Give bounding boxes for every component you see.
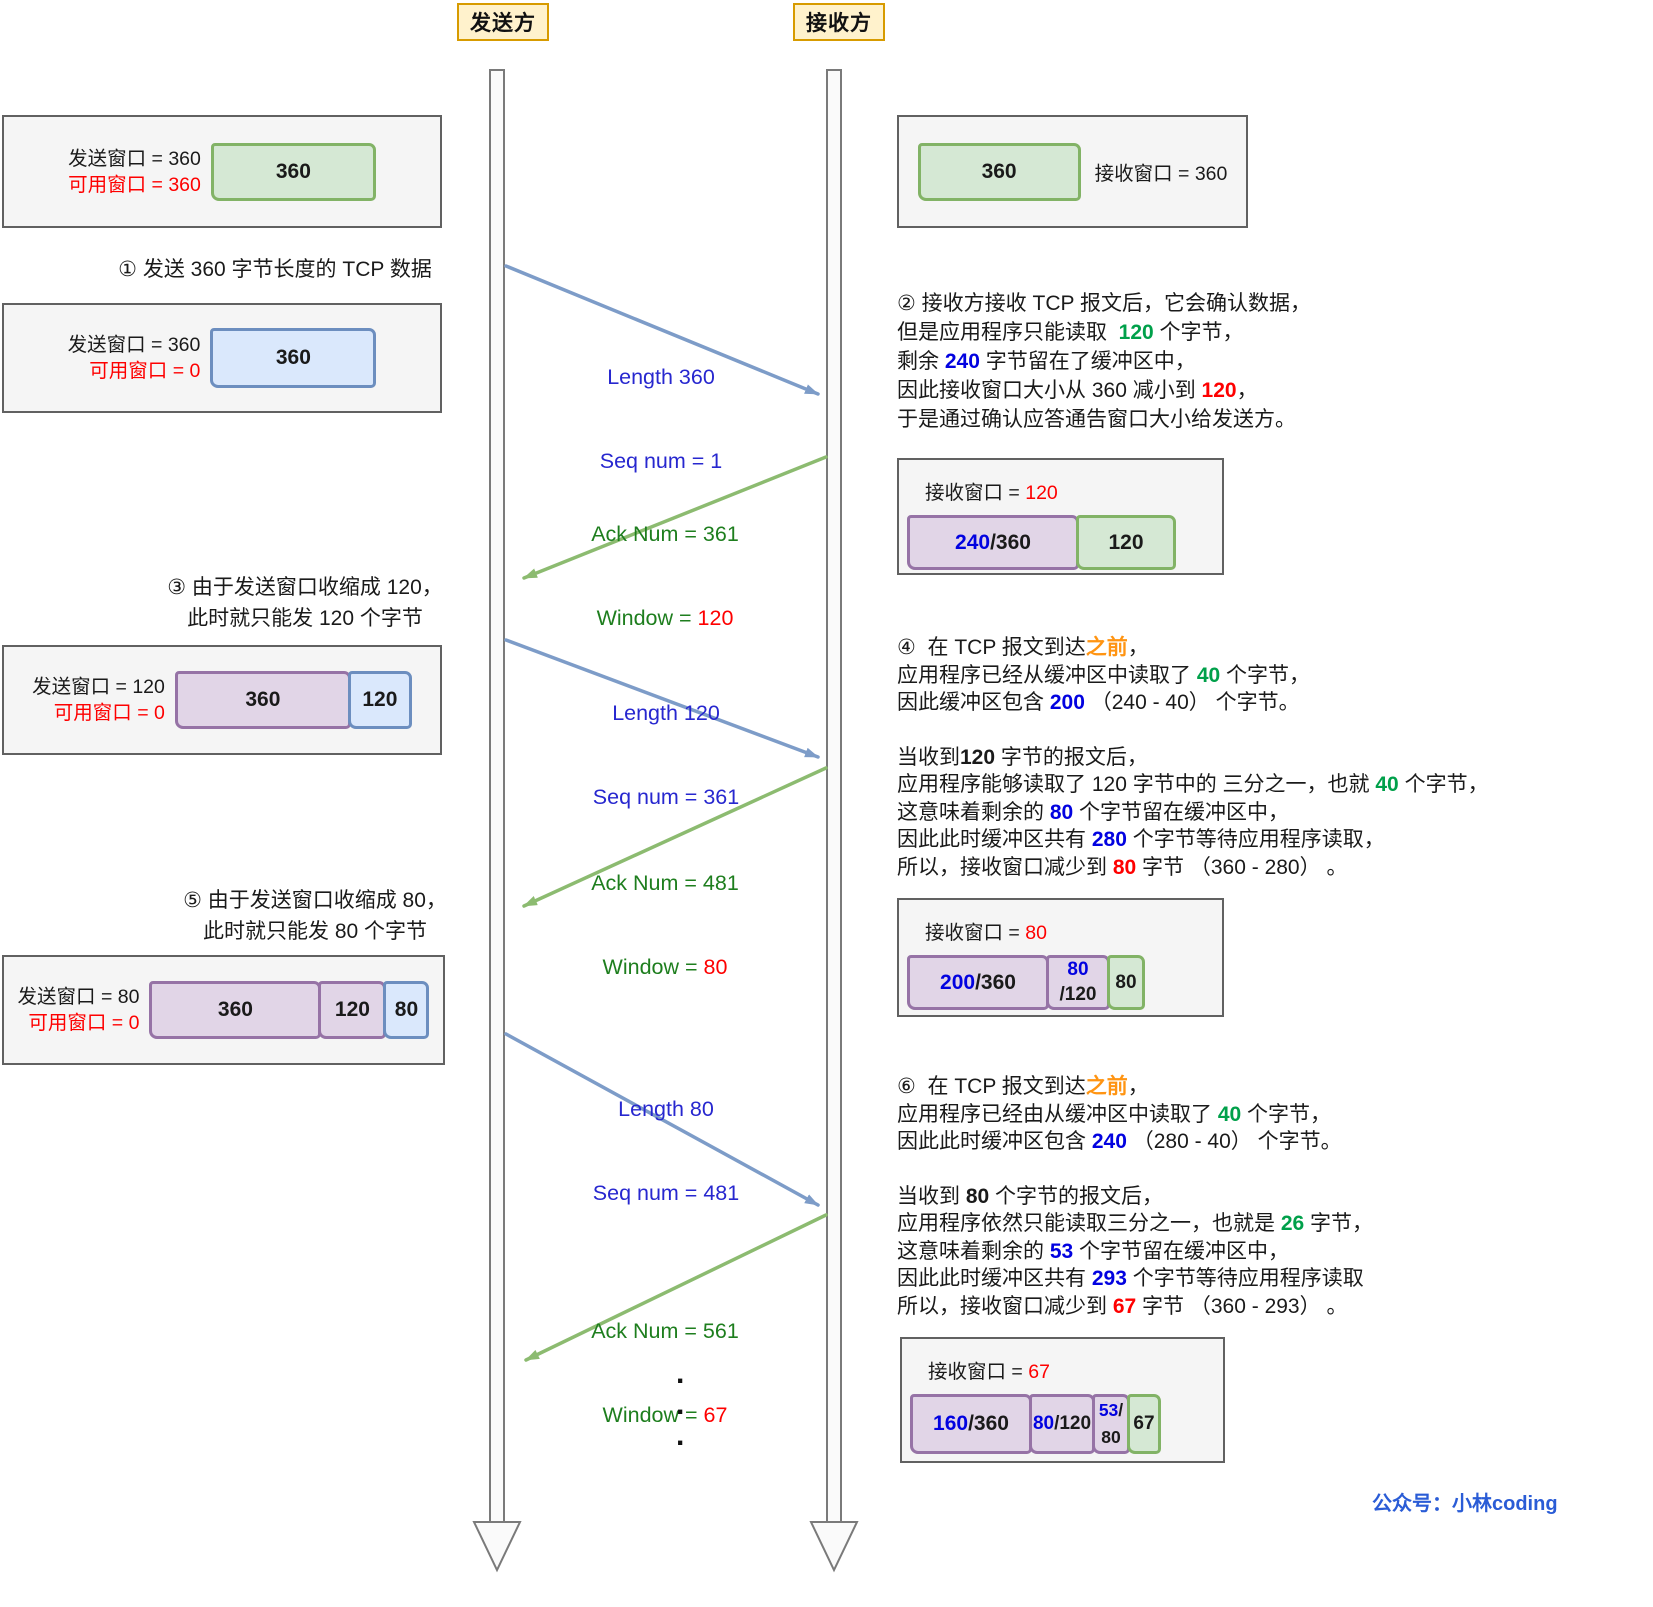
- receiver-state-1: 360 接收窗口 = 360: [897, 115, 1248, 228]
- buffered-segment-80-120: 80/120: [1046, 955, 1110, 1010]
- receive-window-label: 接收窗口 = 80: [925, 922, 1047, 944]
- arrow-length-360: [504, 264, 820, 396]
- step-5-annotation: ⑤ 由于发送窗口收缩成 80， 此时就只能发 80 个字节: [183, 889, 447, 943]
- watermark-text: 公众号：小林coding: [1372, 1493, 1558, 1515]
- available-window-label: 可用窗口 = 0: [53, 702, 165, 724]
- window-segment-360: 360: [210, 142, 376, 201]
- message-label-ack-561: Ack Num = 561 Window = 67: [591, 1319, 739, 1427]
- buffered-segment-53-80: 53/80: [1092, 1394, 1130, 1454]
- arrow-ack-361: [522, 455, 828, 580]
- arrow-ack-561: [524, 1213, 828, 1362]
- receive-window-label: 接收窗口 = 67: [928, 1361, 1050, 1383]
- window-segment-120: 120: [318, 981, 387, 1039]
- receive-window-label: 接收窗口 = 120: [925, 482, 1058, 504]
- receiver-actor-label: 接收方: [793, 3, 885, 41]
- receive-window-strip: 360: [917, 142, 1081, 201]
- receive-window-strip: 240/360 120: [907, 515, 1222, 570]
- sender-state-2: 发送窗口 = 360 可用窗口 = 0 360: [2, 303, 442, 413]
- message-label-ack-361: Ack Num = 361 Window = 120: [591, 522, 739, 630]
- available-window-label: 可用窗口 = 0: [28, 1012, 140, 1034]
- window-segment-80: 80: [383, 981, 430, 1039]
- send-window-strip: 360 120 80: [149, 981, 430, 1039]
- send-window-label: 发送窗口 = 80: [17, 986, 140, 1008]
- send-window-strip: 360: [210, 142, 376, 201]
- arrow-length-120: [504, 638, 820, 759]
- arrow-ack-481: [522, 766, 828, 908]
- message-label-length-360: Length 360 Seq num = 1: [599, 365, 723, 473]
- sender-actor-label: 发送方: [457, 3, 549, 41]
- step-1-annotation: ① 发送 360 字节长度的 TCP 数据: [118, 258, 432, 281]
- receiver-lifeline: [809, 69, 859, 1573]
- available-window-label: 可用窗口 = 360: [68, 173, 201, 196]
- receiver-state-2: 接收窗口 = 120 240/360 120: [897, 458, 1224, 575]
- buffered-segment-80-120: 80/120: [1029, 1394, 1095, 1454]
- message-label-ack-481: Ack Num = 481 Window = 80: [591, 871, 739, 979]
- send-window-strip: 360 120: [174, 671, 412, 729]
- free-segment-67: 67: [1127, 1394, 1161, 1454]
- send-window-label: 发送窗口 = 360: [67, 334, 201, 356]
- receive-window-label: 接收窗口 = 360: [1094, 163, 1228, 185]
- free-segment-80: 80: [1107, 955, 1145, 1010]
- window-segment-120: 120: [347, 671, 412, 729]
- window-segment-360: 360: [917, 142, 1081, 201]
- receiver-state-3: 接收窗口 = 80 200/360 80/120 80: [897, 898, 1224, 1017]
- free-segment-120: 120: [1076, 515, 1176, 570]
- window-segment-360: 360: [174, 671, 351, 729]
- sender-lifeline: [472, 69, 522, 1573]
- receive-window-strip: 200/360 80/120 80: [907, 955, 1222, 1010]
- sender-state-4: 发送窗口 = 80 可用窗口 = 0 360 120 80: [2, 955, 445, 1065]
- buffered-segment-160-360: 160/360: [910, 1394, 1032, 1454]
- arrow-length-80: [504, 1032, 820, 1207]
- window-segment-360: 360: [210, 328, 377, 388]
- step-6-annotation: ⑥ 在 TCP 报文到达之前， 应用程序已经由从缓冲区中读取了 40 个字节， …: [897, 1075, 1374, 1318]
- sender-state-3: 发送窗口 = 120 可用窗口 = 0 360 120: [2, 645, 442, 755]
- buffered-segment-240-360: 240/360: [907, 515, 1079, 570]
- window-segment-360: 360: [149, 981, 322, 1039]
- continuation-dots: . . .: [676, 1357, 685, 1452]
- message-label-length-120: Length 120 Seq num = 361: [592, 701, 740, 809]
- message-label-length-80: Length 80 Seq num = 481: [592, 1097, 740, 1205]
- step-2-annotation: ② 接收方接收 TCP 报文后，它会确认数据， 但是应用程序只能读取 120 个…: [897, 292, 1311, 431]
- available-window-label: 可用窗口 = 0: [89, 360, 201, 382]
- send-window-label: 发送窗口 = 120: [32, 676, 165, 698]
- buffered-segment-200-360: 200/360: [907, 955, 1049, 1010]
- step-4-annotation: ④ 在 TCP 报文到达之前， 应用程序已经从缓冲区中读取了 40 个字节， 因…: [897, 636, 1489, 879]
- step-3-annotation: ③ 由于发送窗口收缩成 120， 此时就只能发 120 个字节: [167, 576, 443, 630]
- receiver-state-4: 接收窗口 = 67 160/360 80/120 53/80 67: [900, 1337, 1225, 1463]
- send-window-label: 发送窗口 = 360: [68, 147, 201, 170]
- send-window-strip: 360: [210, 328, 377, 388]
- sender-state-1: 发送窗口 = 360 可用窗口 = 360 360: [2, 115, 442, 228]
- receive-window-strip: 160/360 80/120 53/80 67: [910, 1394, 1223, 1454]
